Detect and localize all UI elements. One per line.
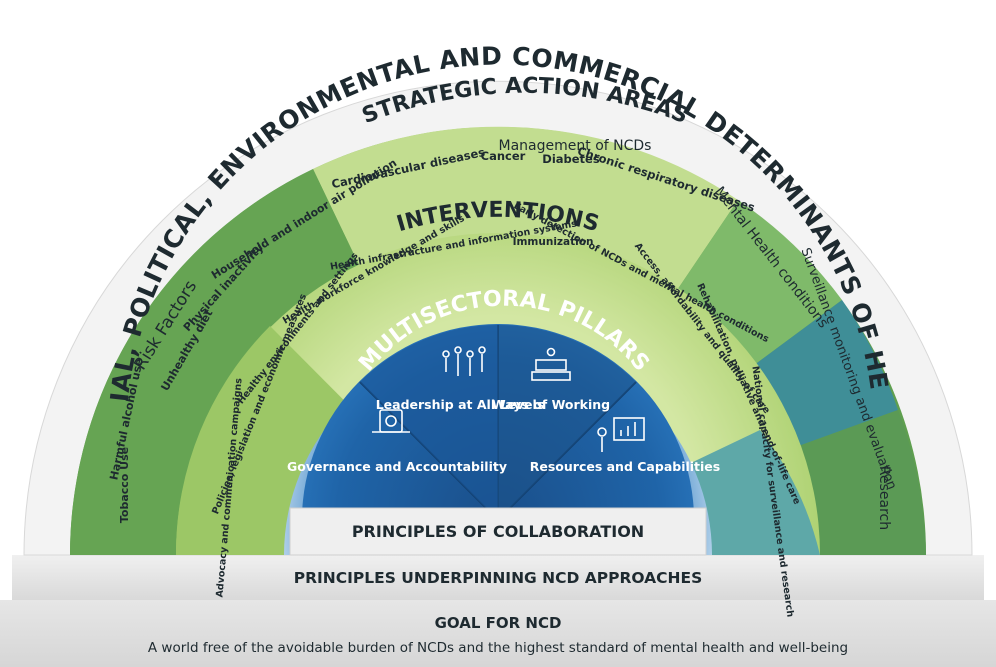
ways-of-working-icon (531, 347, 571, 381)
pillar-label-leadership: Leadership at All Levels (376, 397, 545, 412)
risk-item-1: Tobacco Use (118, 447, 131, 523)
pillar-label-governance-l1: Governance and Accountability (287, 459, 507, 474)
principles-underpinning-label: PRINCIPLES UNDERPINNING NCD APPROACHES (294, 569, 703, 587)
goal-text: A world free of the avoidable burden of … (148, 640, 848, 656)
strategic-subtitle: Management of NCDs (499, 138, 652, 154)
strategic-item-2: Cancer (481, 149, 526, 163)
principles-underpinning-bar (12, 555, 984, 600)
research-label: Research (876, 466, 892, 530)
pillar-label-ways: Ways of Working (492, 397, 610, 412)
goal-title: GOAL FOR NCD (435, 614, 562, 632)
resources-icon (597, 417, 645, 452)
pillar-quadrant-leadership (360, 325, 498, 520)
strategic-item-3: Diabetes (542, 152, 600, 166)
pillar-label-resources: Resources and Capabilities (530, 459, 720, 474)
governance-icon (372, 409, 410, 433)
principles-collab-bar (289, 507, 707, 556)
pillar-label-governance: Governance and Accountability (287, 459, 507, 474)
intervention-item-6: Immunization (513, 236, 594, 248)
leadership-icon (442, 346, 486, 376)
principles-collab-label: PRINCIPLES OF COLLABORATION (352, 522, 644, 541)
goal-bar (0, 600, 996, 667)
